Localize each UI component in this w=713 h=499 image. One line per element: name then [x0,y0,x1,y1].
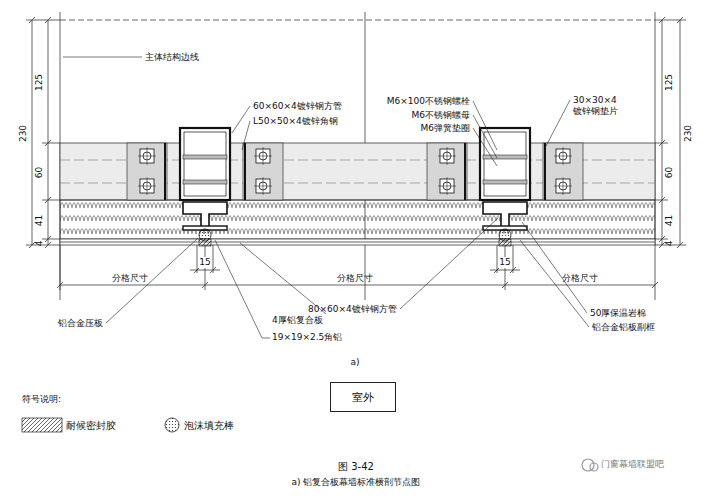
part-label: M6弹簧垫圈 [421,123,471,134]
legend-text: 耐候密封胶 [66,420,116,431]
legend-text: 泡沫填充棒 [184,420,234,431]
figure-caption: a) 铝复合板幕墙标准横剖节点图 [292,477,421,488]
part-label: M6×100不锈钢螺栓 [387,96,470,107]
location-box: 室外 [330,382,396,412]
figure-title: 图 3-42 [338,461,374,472]
dimension: 分格尺寸 [562,273,598,284]
dimension: 分格尺寸 [112,273,148,284]
part-label: 铝合金铝板副框 [592,322,655,333]
dimension: 230 [19,124,30,141]
note: 符号说明: [22,394,61,405]
part-label: 4厚铝复合板 [272,315,323,326]
dimension: 230 [684,124,695,141]
part-label: 80×60×4镀锌钢方管 [308,304,397,315]
dimension: 41 [664,214,675,225]
part-label: 60×60×4镀锌钢方管 [253,101,342,112]
dimension: 60 [664,166,675,177]
sealant-sample [22,418,62,432]
dimension: 125 [35,73,46,90]
part-label: 30×30×4 镀锌钢垫片 [573,95,625,117]
part-label: 铝合金压板 [58,318,103,329]
dimension: 125 [665,73,676,90]
part-label: 19×19×2.5角铝 [272,332,342,343]
part-label: L50×50×4镀锌角钢 [253,116,338,127]
box-text: 室外 [352,392,374,403]
part-label: 50厚保温岩棉 [590,308,646,319]
dimension: 41 [34,214,45,225]
note: a) [350,357,359,368]
dimension: 15 [199,257,210,268]
part-label: 主体结构边线 [145,52,199,63]
dimension: 15 [499,257,510,268]
foam-rod-sample [165,418,179,432]
dimension: 4 [664,240,675,246]
dimension: 分格尺寸 [337,273,373,284]
part-label: M6不锈钢螺母 [412,110,471,121]
dimension: 4 [34,240,45,246]
watermark: 门窗幕墙联盟吧 [601,459,664,470]
dimension: 60 [34,166,45,177]
